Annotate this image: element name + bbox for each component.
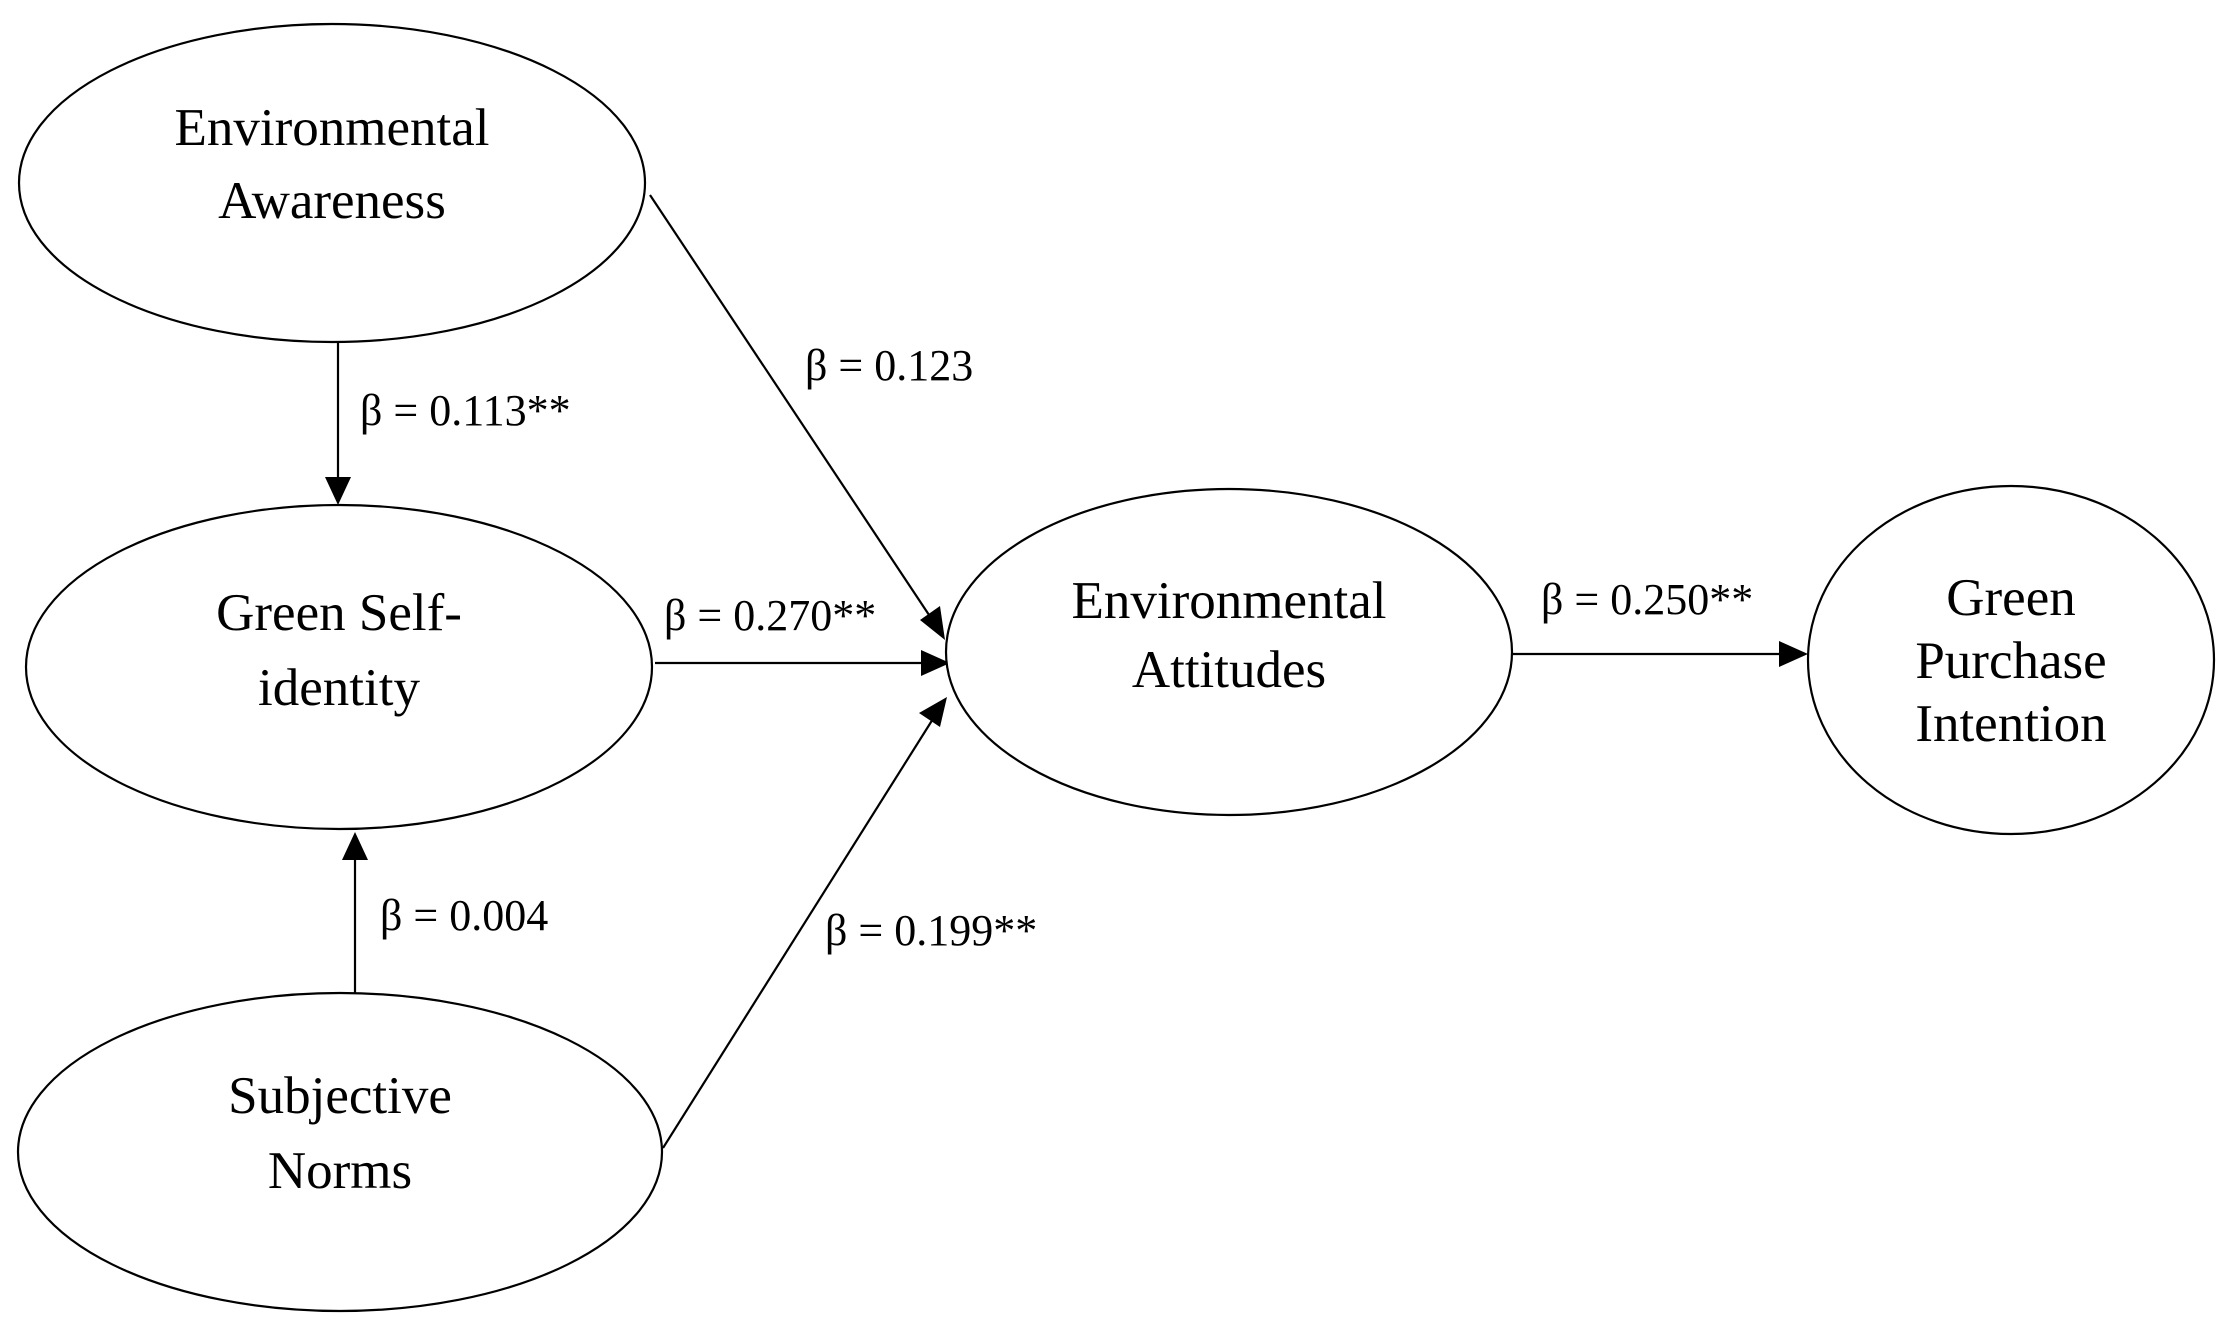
node-environmental-awareness-line-2: Awareness [218,172,446,230]
node-subjective-norms: Subjective Norms [16,991,664,1313]
node-green-purchase-intention: Green Purchase Intention [1806,484,2216,836]
node-subjective-norms-line-2: Norms [268,1142,412,1200]
arrowheads [325,477,1808,860]
node-green-purchase-intention-line-3: Intention [1915,695,2106,753]
node-green-purchase-intention-line-2: Purchase [1915,632,2106,690]
label-awareness-to-attitudes: β = 0.123 [805,341,973,390]
node-environmental-attitudes-line-2: Attitudes [1132,641,1326,699]
arrowhead-attitudes-to-intention [1779,641,1808,667]
node-green-self-identity: Green Self- identity [24,503,654,831]
node-environmental-attitudes-line-1: Environmental [1072,572,1387,630]
arrowhead-awareness-to-attitudes [920,606,945,640]
node-green-self-identity-line-1: Green Self- [216,584,462,642]
arrowhead-awareness-to-identity [325,477,351,505]
node-environmental-attitudes: Environmental Attitudes [944,487,1514,817]
node-green-purchase-intention-line-1: Green [1946,569,2075,627]
node-environmental-awareness-line-1: Environmental [175,99,490,157]
edge-norms-to-attitudes [662,702,944,1149]
edge-awareness-to-attitudes [649,194,944,637]
node-environmental-awareness: Environmental Awareness [17,22,647,344]
arrowhead-norms-to-attitudes [919,697,947,727]
edge-labels: β = 0.113** β = 0.123 β = 0.270** β = 0.… [360,341,1753,955]
arrowhead-identity-to-attitudes [921,650,950,676]
label-norms-to-attitudes: β = 0.199** [825,906,1037,955]
label-awareness-to-identity: β = 0.113** [360,386,571,435]
arrowhead-norms-to-identity [342,832,368,860]
node-subjective-norms-line-1: Subjective [228,1067,452,1125]
node-green-self-identity-line-2: identity [258,659,420,717]
label-attitudes-to-intention: β = 0.250** [1541,575,1753,624]
label-identity-to-attitudes: β = 0.270** [664,591,876,640]
edges [336,194,1805,1149]
label-norms-to-identity: β = 0.004 [380,891,548,940]
